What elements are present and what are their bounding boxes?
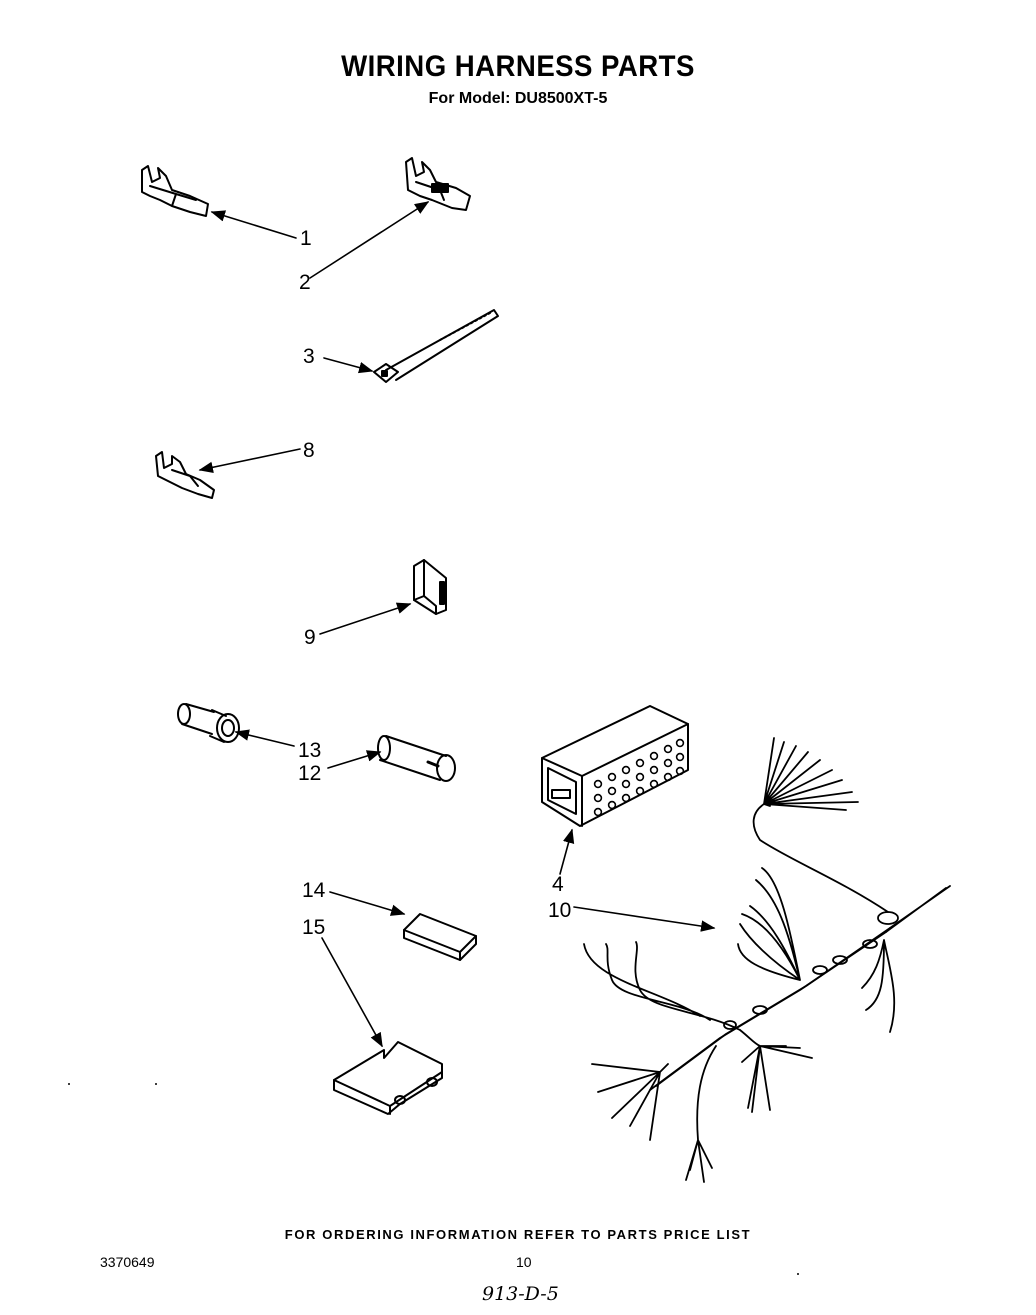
callout-12: 12: [298, 762, 321, 785]
part-8-terminal: [155, 451, 215, 499]
part-10-wiring-harness: [583, 737, 951, 1183]
callout-4: 4: [552, 873, 564, 896]
part-9-connector: [413, 559, 447, 615]
document-number: 3370649: [100, 1254, 155, 1270]
callout-15: 15: [302, 916, 325, 939]
callout-1: 1: [300, 227, 312, 250]
callout-9: 9: [304, 626, 316, 649]
page-title: WIRING HARNESS PARTS: [341, 50, 695, 83]
part-12-tube: [377, 735, 456, 782]
page-number: 10: [516, 1254, 532, 1270]
callout-2: 2: [299, 271, 311, 294]
callout-14: 14: [302, 879, 326, 902]
handwritten-note: 913-D-5: [482, 1283, 559, 1305]
leader-lines: [198, 201, 716, 1048]
part-4-multi-pin-connector: [541, 705, 689, 827]
ordering-info-footer: FOR ORDERING INFORMATION REFER TO PARTS …: [284, 1227, 752, 1242]
part-14-insulator: [403, 913, 477, 961]
part-2-terminal: [405, 157, 471, 211]
model-subtitle: For Model: DU8500XT-5: [428, 90, 608, 107]
callout-13: 13: [298, 739, 321, 762]
part-1-terminal: [141, 165, 209, 217]
callout-10: 10: [548, 899, 571, 922]
callout-8: 8: [303, 439, 315, 462]
part-3-cable-tie: [373, 309, 499, 383]
callout-3: 3: [303, 345, 315, 368]
part-13-fuse-holder: [177, 703, 240, 743]
part-15-bracket: [333, 1041, 443, 1115]
